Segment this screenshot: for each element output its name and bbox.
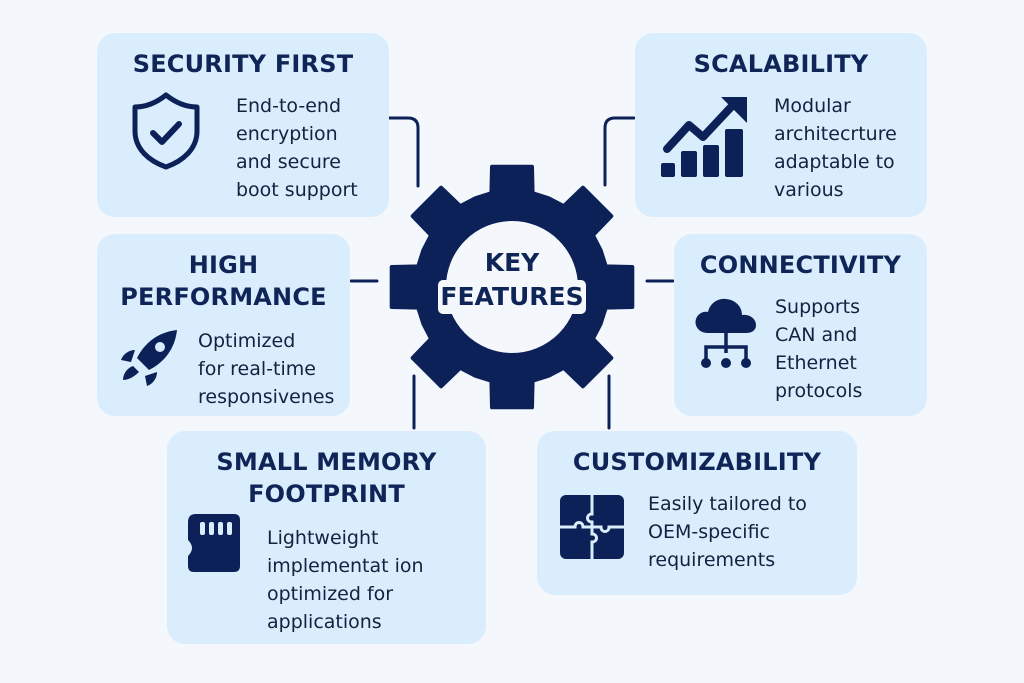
gear-label: KEY FEATURES	[388, 246, 636, 314]
feature-description: Easily tailored to OEM-specific requirem…	[648, 493, 807, 571]
growth-chart-icon	[659, 95, 749, 179]
feature-title-line2: PERFORMANCE	[120, 283, 327, 311]
feature-title-line1: SMALL MEMORY	[216, 448, 437, 476]
feature-title: SECURITY FIRST	[132, 50, 354, 78]
feature-title: SCALABILITY	[693, 50, 869, 78]
puzzle-icon	[559, 494, 625, 560]
memory-card-icon	[186, 512, 242, 574]
feature-title-line1: HIGH	[188, 251, 259, 279]
feature-description: Lightweight implementat ion optimized fo…	[267, 527, 424, 633]
feature-title: HIGH PERFORMANCE	[97, 249, 350, 313]
feature-card-customizability: CUSTOMIZABILITY Easily tailored to OEM-s…	[537, 431, 857, 595]
key-features-gear: KEY FEATURES	[388, 163, 636, 411]
feature-card-performance: HIGH PERFORMANCE Optimized for real-time…	[97, 234, 350, 416]
feature-card-connectivity: CONNECTIVITY Supports CAN and Ethernet p…	[674, 234, 927, 416]
connector-scalability	[603, 116, 636, 187]
feature-title: CONNECTIVITY	[699, 251, 902, 279]
gear-label-line2: FEATURES	[438, 280, 586, 314]
feature-card-security: SECURITY FIRST End-to-end encryption and…	[97, 33, 389, 217]
feature-description: End-to-end encryption and secure boot su…	[236, 95, 358, 201]
feature-title: CUSTOMIZABILITY	[572, 448, 822, 476]
feature-description: Modular architecrture adaptable to vario…	[774, 95, 897, 201]
feature-title-line2: FOOTPRINT	[248, 480, 405, 508]
feature-description: Optimized for real-time responsivenes	[198, 330, 335, 408]
shield-check-icon	[131, 91, 201, 171]
rocket-icon	[119, 328, 179, 388]
connector-security	[387, 116, 420, 188]
feature-title: SMALL MEMORY FOOTPRINT	[167, 446, 486, 510]
gear-label-line1: KEY	[484, 248, 540, 277]
cloud-network-icon	[694, 297, 758, 369]
feature-card-scalability: SCALABILITY Modular architecrture adapta…	[635, 33, 927, 217]
feature-card-memory: SMALL MEMORY FOOTPRINT Lightweight imple…	[167, 431, 486, 644]
feature-description: Supports CAN and Ethernet protocols	[775, 296, 863, 402]
